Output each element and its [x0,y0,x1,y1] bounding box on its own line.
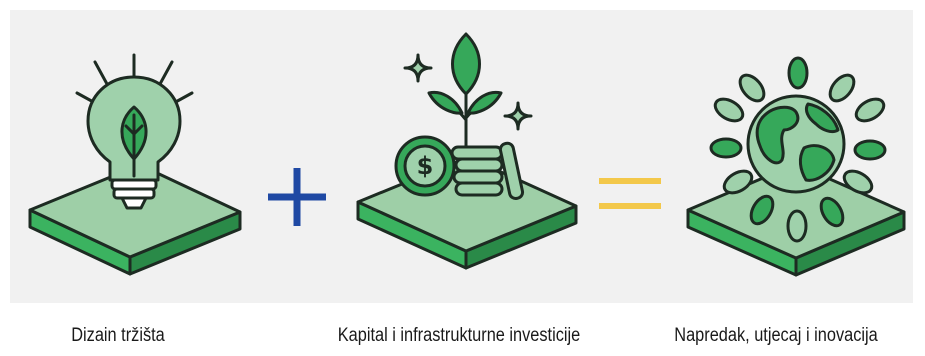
caption-market-design: Dizain tržišta [71,325,165,346]
caption-capital-investment: Kapital i infrastrukturne investicije [337,325,581,346]
svg-text:$: $ [417,152,434,180]
lightbulb-tile [28,163,242,276]
equals-icon [599,178,661,209]
lightbulb-leaf-icon [75,53,194,210]
coins-plant-icon: $ [394,32,533,201]
caption-progress-impact: Napredak, utjecaj i inovacija [674,325,878,346]
globe-leaves-icon [709,56,887,243]
plus-icon [268,168,326,226]
